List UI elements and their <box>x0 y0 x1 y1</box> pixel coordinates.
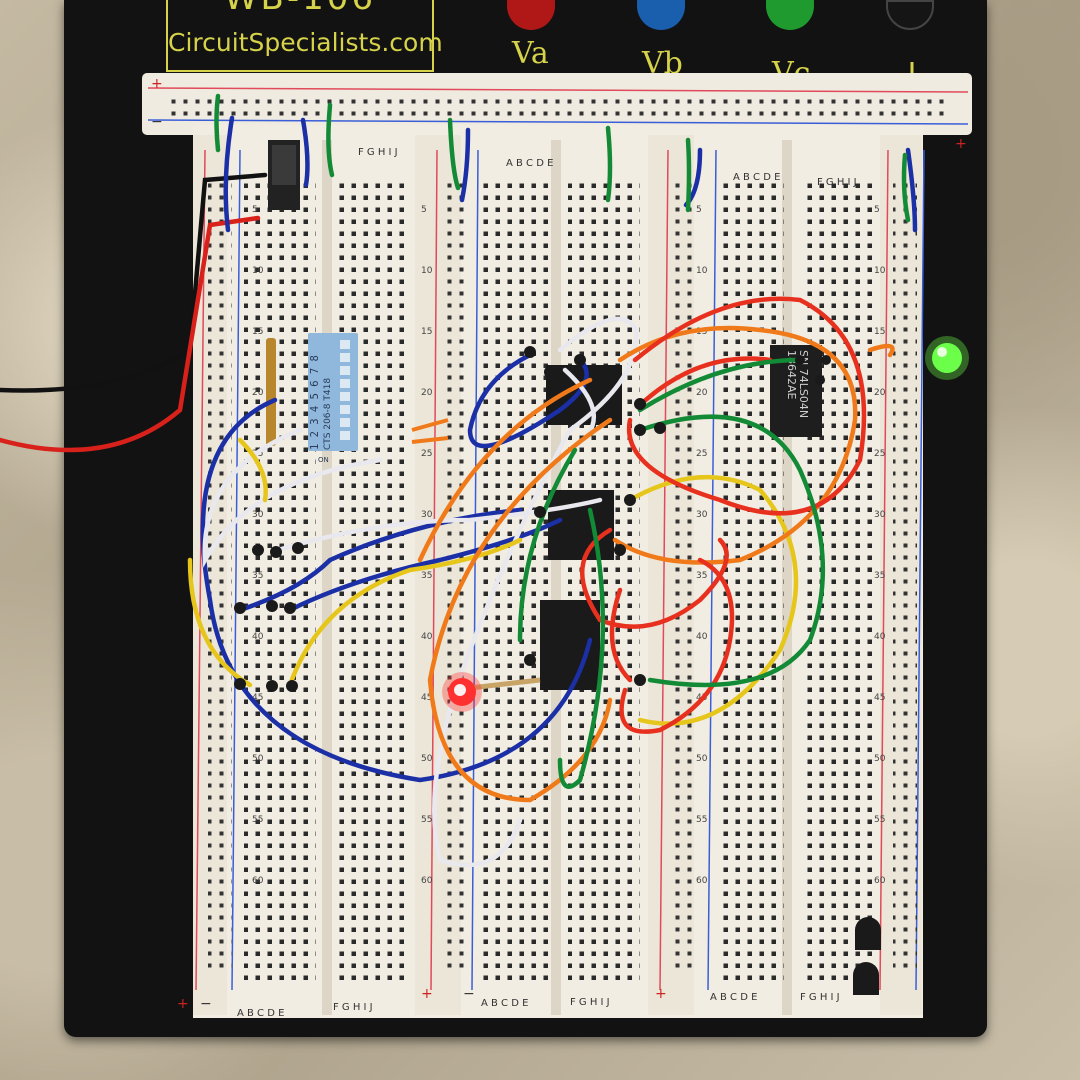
rail-plus-mark-right: + <box>955 136 967 152</box>
row-number: 20 <box>252 388 264 398</box>
col-letters-a-e-top: A B C D E <box>506 158 553 169</box>
small-capacitor <box>411 418 449 432</box>
row-number: 55 <box>874 815 885 825</box>
row-number: 40 <box>874 632 886 642</box>
row-number: 60 <box>696 876 708 886</box>
row-number: 40 <box>252 632 264 642</box>
voltage-regulator <box>268 140 300 210</box>
rail-plus-mark-bottom-mid: + <box>421 986 433 1002</box>
col-letters-a-e-bottom-right: A B C D E <box>710 992 757 1003</box>
row-number: 50 <box>421 754 433 764</box>
col-letters-a-e-bottom: A B C D E <box>237 1008 284 1019</box>
row-number: 55 <box>421 815 432 825</box>
row-number: 20 <box>696 388 708 398</box>
row-number: 5 <box>696 205 702 215</box>
row-number: 5 <box>421 205 427 215</box>
row-number: 5 <box>874 205 880 215</box>
model-label: WB-106 <box>168 0 432 18</box>
row-number: 50 <box>252 754 264 764</box>
rail-minus-mark-bottom-right: − <box>200 996 212 1012</box>
transistor-2 <box>853 962 879 995</box>
row-number: 30 <box>252 510 264 520</box>
row-number: 15 <box>696 327 707 337</box>
row-number: 20 <box>874 388 886 398</box>
col-letters-f-j-bottom-mid: F G H I J <box>570 997 610 1008</box>
row-number: 35 <box>252 571 263 581</box>
row-number: 15 <box>252 327 263 337</box>
row-number: 10 <box>696 266 708 276</box>
small-capacitor-2 <box>411 436 449 444</box>
rail-plus-mark-bottom-right: + <box>655 986 667 1002</box>
brand-label: CircuitSpecialists.com <box>168 28 443 57</box>
post-label-va: Va <box>512 36 549 71</box>
col-letters-a-e-top-right: A B C D E <box>733 172 780 183</box>
terminal-strips <box>193 125 925 1018</box>
col-letters-f-j-bottom-right: F G H I J <box>800 992 840 1003</box>
dip-switch-on-label: ON <box>318 456 329 464</box>
row-number: 25 <box>874 449 885 459</box>
dip-switch-positions: 1 2 3 4 5 6 7 8 <box>309 355 321 450</box>
col-letters-f-j-top-right: F G H I J <box>817 177 857 188</box>
row-number: 15 <box>874 327 885 337</box>
row-number: 5 <box>252 205 258 215</box>
dip-switch-label: CTS 206-8 T418 <box>323 378 333 450</box>
row-number: 35 <box>874 571 885 581</box>
row-number: 45 <box>252 693 263 703</box>
row-number: 25 <box>696 449 707 459</box>
rail-minus-mark-bottom-mid: − <box>463 986 475 1002</box>
wire-crimps <box>234 346 831 692</box>
label-box: WB-106 CircuitSpecialists.com <box>166 0 443 72</box>
rail-plus-mark: + <box>151 76 163 92</box>
top-power-rail <box>142 73 972 135</box>
row-number: 10 <box>421 266 433 276</box>
row-number: 50 <box>696 754 708 764</box>
col-letters-a-e-bottom-mid: A B C D E <box>481 998 528 1009</box>
row-number: 30 <box>421 510 433 520</box>
row-number: 55 <box>696 815 707 825</box>
row-number: 25 <box>421 449 432 459</box>
row-number: 35 <box>696 571 707 581</box>
row-number: 35 <box>421 571 432 581</box>
ic-chip-2 <box>548 490 614 560</box>
resistor-led-red <box>469 677 541 691</box>
row-number: 40 <box>696 632 708 642</box>
col-letters-f-j-top: F G H I J <box>358 147 398 158</box>
row-number: 10 <box>874 266 886 276</box>
row-number: 15 <box>421 327 432 337</box>
row-number: 45 <box>874 693 885 703</box>
row-number: 45 <box>421 693 432 703</box>
row-number: 30 <box>696 510 708 520</box>
transistor-1 <box>855 917 881 950</box>
ic-74ls04-label: SN 74LS04N <box>797 350 810 418</box>
jumper-wires <box>0 93 918 868</box>
dip-switch[interactable]: 1 2 3 4 5 6 7 8 CTS 206-8 T418 ON <box>308 333 358 464</box>
row-number: 20 <box>421 388 433 398</box>
col-letters-f-j-bottom: F G H I J <box>333 1002 373 1013</box>
red-led <box>442 672 482 712</box>
row-number: 55 <box>252 815 263 825</box>
green-led <box>925 336 969 380</box>
rail-minus-mark: − <box>151 114 163 130</box>
row-number: 50 <box>874 754 886 764</box>
row-number: 60 <box>874 876 886 886</box>
row-number: 60 <box>421 876 433 886</box>
resistor-network <box>266 338 276 446</box>
row-number: 40 <box>421 632 433 642</box>
row-number: 60 <box>252 876 264 886</box>
row-number: 10 <box>252 266 264 276</box>
row-number: 30 <box>874 510 886 520</box>
rail-plus-mark-bottom: + <box>177 996 189 1012</box>
